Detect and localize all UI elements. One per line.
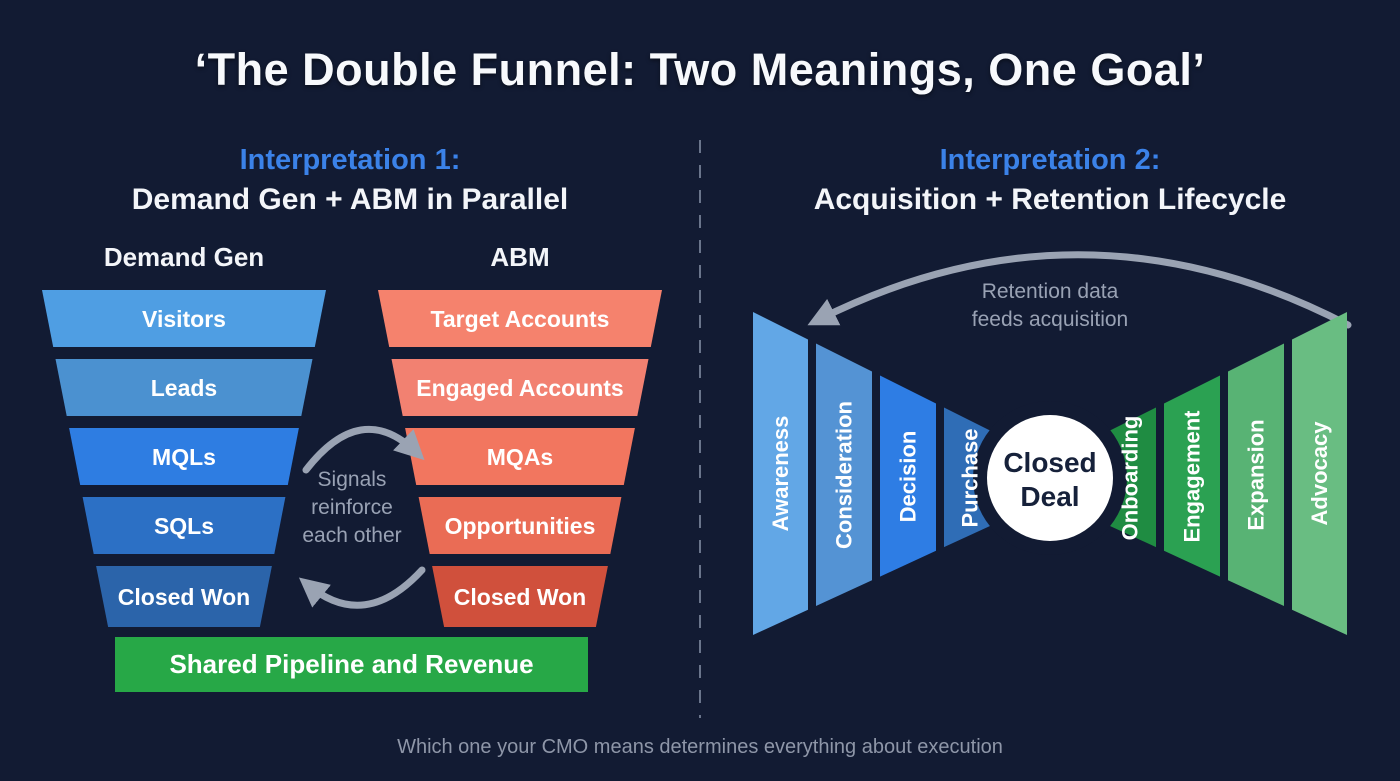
funnel-stage-leads: [55, 359, 313, 416]
interpretation-1-subtitle: Demand Gen + ABM in Parallel: [131, 182, 569, 216]
signals-note-line1: Signals: [318, 468, 387, 491]
awareness-label: Awareness: [768, 416, 793, 532]
abm-column-label: ABM: [490, 242, 549, 272]
cycle-arrow-bottom-icon: [298, 566, 426, 609]
page-title: ‘The Double Funnel: Two Meanings, One Go…: [194, 44, 1206, 95]
stage-label: Target Accounts: [431, 306, 610, 332]
funnel-stage-mqas: [405, 428, 635, 485]
segment-awareness: [753, 312, 808, 635]
demand-gen-column-label: Demand Gen: [104, 242, 264, 272]
retention-feedback: Retention data feeds acquisition: [807, 251, 1352, 331]
circle-face: [987, 415, 1113, 541]
interpretation-2-label: Interpretation 2:: [939, 144, 1161, 176]
stage-label: Opportunities: [445, 513, 596, 539]
retention-feedback-arrow-icon: [807, 251, 1352, 329]
funnel-stage-engaged-accounts: [391, 359, 649, 416]
stage-label: MQLs: [152, 444, 216, 470]
stage-label: Closed Won: [118, 584, 250, 610]
funnel-stage-closed-won-abm: [432, 566, 608, 627]
purchase-label: Purchase: [958, 428, 983, 527]
funnel-stage-closed-won: [96, 566, 272, 627]
funnel-stage-visitors: [42, 290, 326, 347]
stage-label: Closed Won: [454, 584, 586, 610]
signals-note-line2: reinforce: [311, 496, 393, 519]
advocacy-label: Advocacy: [1307, 421, 1332, 526]
acquisition-funnel: [753, 312, 996, 635]
retention-note-line2: feeds acquisition: [972, 308, 1128, 331]
bowtie-labels: Awareness Consideration Decision Purchas…: [768, 401, 1332, 549]
shared-pipeline-bar: Shared Pipeline and Revenue: [115, 637, 588, 692]
interpretation-1-label: Interpretation 1:: [239, 144, 461, 176]
demand-gen-funnel: Visitors Leads MQLs SQLs Closed Won: [42, 290, 326, 627]
stage-label: Visitors: [142, 306, 226, 332]
expansion-label: Expansion: [1244, 419, 1269, 530]
funnel-stage-opportunities: [418, 497, 622, 554]
cycle-arrow-top-icon: [302, 425, 425, 474]
signals-note-line3: each other: [302, 524, 401, 547]
stage-label: Leads: [151, 375, 217, 401]
shared-pipeline-rect: [115, 637, 588, 692]
closed-deal-line2: Deal: [1020, 481, 1079, 512]
funnel-stage-mqls: [69, 428, 299, 485]
segment-consideration: [816, 343, 872, 606]
left-panel-heading: Interpretation 1: Demand Gen + ABM in Pa…: [0, 142, 700, 219]
stage-label: SQLs: [154, 513, 214, 539]
funnel-stage-sqls: [82, 497, 286, 554]
bowtie-lifecycle-diagram: Retention data feeds acquisition Closed …: [753, 251, 1352, 635]
funnel-stage-target-accounts: [378, 290, 662, 347]
segment-decision: [880, 375, 936, 577]
segment-advocacy: [1292, 312, 1347, 635]
segment-expansion: [1228, 343, 1284, 606]
onboarding-label: Onboarding: [1118, 416, 1143, 541]
bottom-caption: Which one your CMO means determines ever…: [397, 736, 1003, 758]
segment-engagement: [1164, 375, 1220, 577]
shared-pipeline-label: Shared Pipeline and Revenue: [169, 649, 533, 679]
closed-deal-circle: Closed Deal: [973, 401, 1127, 555]
decision-label: Decision: [896, 431, 921, 523]
abm-funnel: Target Accounts Engaged Accounts MQAs Op…: [378, 290, 662, 627]
retention-funnel: [1104, 312, 1347, 635]
retention-note-line1: Retention data: [982, 280, 1119, 303]
right-panel-heading: Interpretation 2: Acquisition + Retentio…: [700, 142, 1400, 219]
parallel-funnels-diagram: Demand Gen ABM Visitors Leads MQLs SQLs …: [42, 242, 662, 692]
dashed-panel-divider: [699, 140, 701, 718]
signals-cycle: Signals reinforce each other: [298, 425, 426, 609]
stage-label: Engaged Accounts: [416, 375, 623, 401]
stage-label: MQAs: [487, 444, 553, 470]
interpretation-2-subtitle: Acquisition + Retention Lifecycle: [813, 182, 1287, 216]
consideration-label: Consideration: [832, 401, 857, 549]
engagement-label: Engagement: [1180, 410, 1205, 543]
closed-deal-line1: Closed: [1003, 447, 1096, 478]
